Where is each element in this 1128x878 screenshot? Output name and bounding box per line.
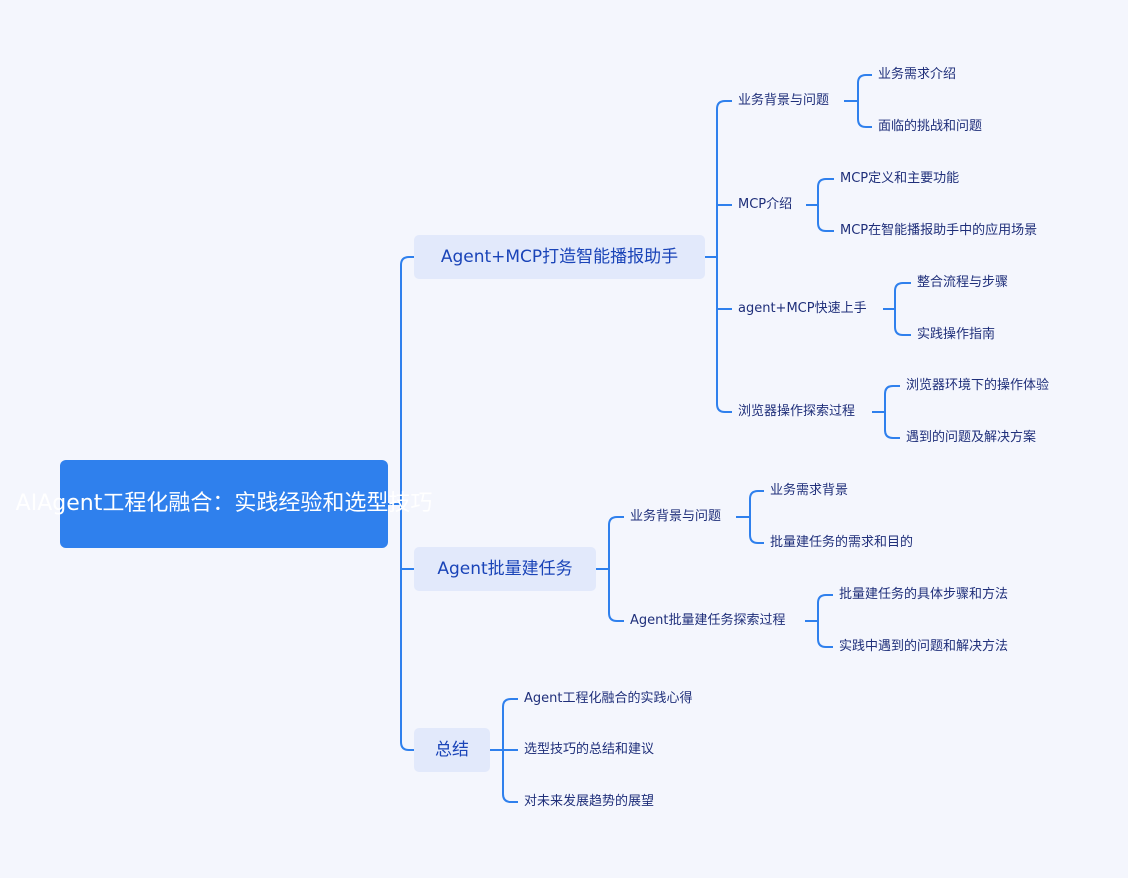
leaf[interactable]: 业务需求介绍 xyxy=(878,67,957,82)
topic-quick-start[interactable]: agent+MCP快速上手 xyxy=(738,301,867,316)
connector-line xyxy=(806,178,834,232)
connector-line xyxy=(388,256,414,751)
topic-business-background[interactable]: 业务背景与问题 xyxy=(630,509,722,524)
connector-line xyxy=(490,698,518,803)
leaf[interactable]: MCP定义和主要功能 xyxy=(840,171,960,186)
branch-agent-mcp[interactable]: Agent+MCP打造智能播报助手 xyxy=(414,235,705,279)
connector-line xyxy=(805,594,833,648)
connector-line xyxy=(844,74,872,128)
connector-line xyxy=(596,516,624,622)
leaf[interactable]: 实践中遇到的问题和解决方法 xyxy=(839,639,1009,654)
leaf[interactable]: 实践操作指南 xyxy=(917,327,996,342)
root-node[interactable]: AIAgent工程化融合：实践经验和选型技巧 xyxy=(16,460,432,548)
leaf[interactable]: 遇到的问题及解决方案 xyxy=(906,430,1037,445)
leaf[interactable]: 浏览器环境下的操作体验 xyxy=(906,378,1050,393)
topic-browser-ops[interactable]: 浏览器操作探索过程 xyxy=(738,404,856,419)
branch-summary[interactable]: 总结 xyxy=(414,728,490,772)
leaf[interactable]: 批量建任务的需求和目的 xyxy=(770,535,914,550)
topic-summary-item[interactable]: 选型技巧的总结和建议 xyxy=(524,742,655,757)
topic-batch-exploration[interactable]: Agent批量建任务探索过程 xyxy=(630,613,786,628)
topic-summary-item[interactable]: 对未来发展趋势的展望 xyxy=(524,794,655,809)
leaf[interactable]: 面临的挑战和问题 xyxy=(878,119,983,134)
leaf[interactable]: 业务需求背景 xyxy=(770,483,849,498)
connector-line xyxy=(872,385,900,439)
branch-batch-tasks[interactable]: Agent批量建任务 xyxy=(414,547,596,591)
connector-line xyxy=(736,490,764,544)
topic-business-background[interactable]: 业务背景与问题 xyxy=(738,93,830,108)
topic-summary-item[interactable]: Agent工程化融合的实践心得 xyxy=(524,691,693,706)
connector-line xyxy=(705,100,732,413)
connector-line xyxy=(883,282,911,336)
leaf[interactable]: 批量建任务的具体步骤和方法 xyxy=(839,587,1009,602)
leaf[interactable]: 整合流程与步骤 xyxy=(917,275,1009,290)
leaf[interactable]: MCP在智能播报助手中的应用场景 xyxy=(840,223,1038,238)
topic-mcp-intro[interactable]: MCP介绍 xyxy=(738,197,793,212)
root-title: AIAgent工程化融合：实践经验和选型技巧 xyxy=(15,491,433,516)
